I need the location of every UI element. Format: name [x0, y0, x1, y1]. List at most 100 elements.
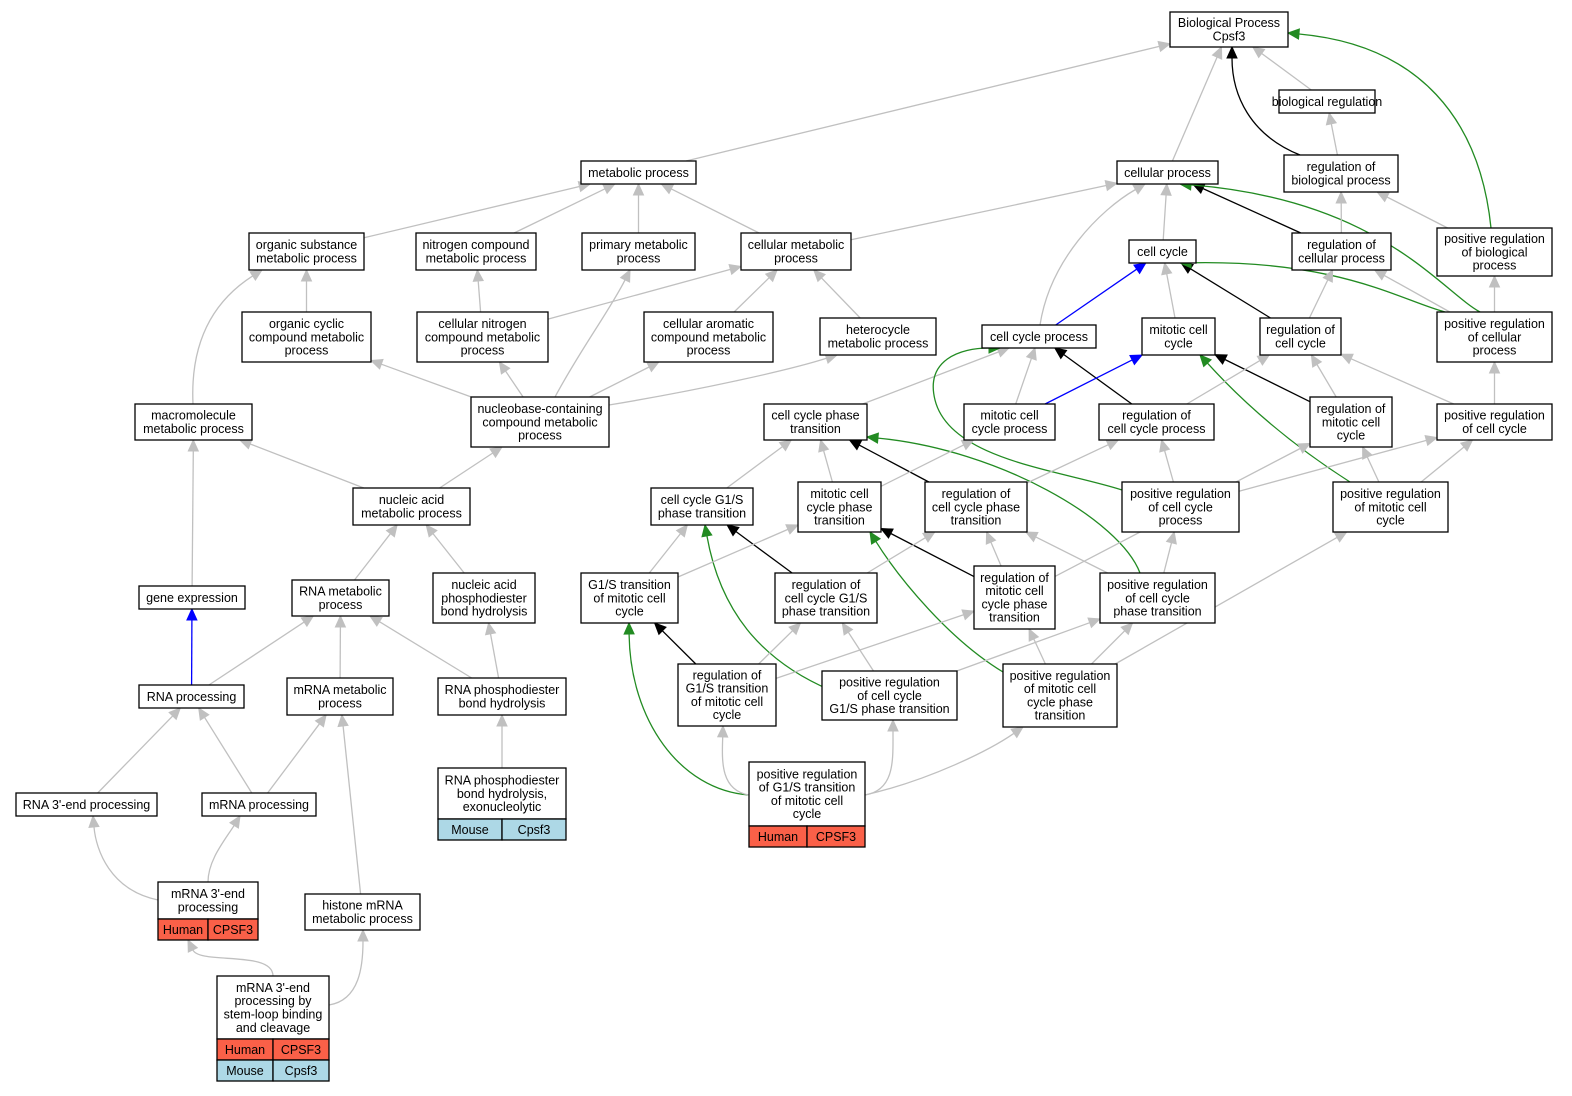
term-box	[304, 893, 421, 931]
go-term-cell-cycle-process[interactable]: cell cycle process	[981, 324, 1097, 349]
go-term-biological-regulation[interactable]: biological regulation	[1272, 89, 1383, 114]
edge-mrna_met-to-rna_met	[334, 614, 347, 679]
edge-reg_phase-to-ccp_transition	[848, 439, 930, 483]
term-label-line: regulation of	[1307, 238, 1376, 252]
gene-cell	[207, 918, 259, 941]
edge-arrowhead	[1339, 353, 1354, 365]
term-label-line: positive regulation	[1444, 409, 1545, 423]
term-label-line: transition	[814, 514, 865, 528]
species-label: Human	[163, 923, 203, 937]
term-label-line: RNA processing	[147, 690, 237, 704]
go-term-rna-3end[interactable]: RNA 3'-end processing	[15, 792, 158, 817]
edge-arrowhead	[632, 182, 645, 196]
edge-rna_phospho_exo-to-rna_phospho	[496, 713, 508, 768]
term-box	[286, 677, 394, 716]
term-label-line: histone mRNA	[322, 899, 403, 913]
edge-arrowhead	[300, 268, 313, 282]
edge-line	[990, 541, 1002, 567]
term-box	[581, 232, 696, 271]
go-term-mrna-processing[interactable]: mRNA processing	[201, 792, 317, 817]
edge-arrowhead	[921, 531, 936, 543]
edge-arrowhead	[1028, 627, 1040, 642]
edge-arrowhead	[1025, 346, 1037, 361]
go-term-metabolic-process[interactable]: metabolic process	[580, 160, 697, 185]
edge-rna_phospho-to-na_phospho	[484, 621, 500, 679]
go-term-rna-processing[interactable]: RNA processing	[138, 684, 245, 709]
edge-biological_regulation-to-bp	[1251, 46, 1312, 91]
term-label-line: RNA metabolic	[299, 585, 382, 599]
term-box	[15, 792, 158, 817]
gene-symbol: Cpsf3	[518, 823, 551, 837]
edge-line	[363, 185, 580, 239]
edge-line	[1035, 536, 1108, 574]
edge-line	[821, 277, 861, 319]
edge-arrowhead	[168, 707, 182, 721]
edge-pos_reg_mitotic-to-mitotic_cell_cycle	[1199, 354, 1351, 483]
term-box	[763, 403, 868, 441]
gene-symbol: Cpsf3	[285, 1064, 318, 1078]
go-term-cell-cycle[interactable]: cell cycle	[1128, 239, 1197, 264]
edge-arrowhead	[1129, 354, 1144, 366]
go-term-gene-expression[interactable]: gene expression	[138, 585, 246, 610]
edge-line	[1033, 638, 1046, 665]
term-label-line: metabolic process	[256, 251, 357, 265]
edge-line	[758, 630, 794, 665]
term-label-line: metabolic process	[828, 337, 929, 351]
term-label-line: regulation of	[1307, 160, 1376, 174]
go-term-cellular-process[interactable]: cellular process	[1116, 160, 1219, 185]
term-label-line: process	[1159, 514, 1203, 528]
term-label-line: cell cycle process	[990, 330, 1088, 344]
edge-arrowhead	[865, 432, 879, 444]
term-box	[748, 761, 866, 827]
edge-mitotic_cell_cycle-to-cell_cycle	[1161, 261, 1176, 319]
edge-line	[353, 533, 391, 581]
term-label-line: RNA phosphodiester	[445, 774, 560, 788]
edge-ccp_transition-to-cell_cycle_process	[862, 346, 1011, 405]
edge-arrowhead	[675, 524, 689, 538]
